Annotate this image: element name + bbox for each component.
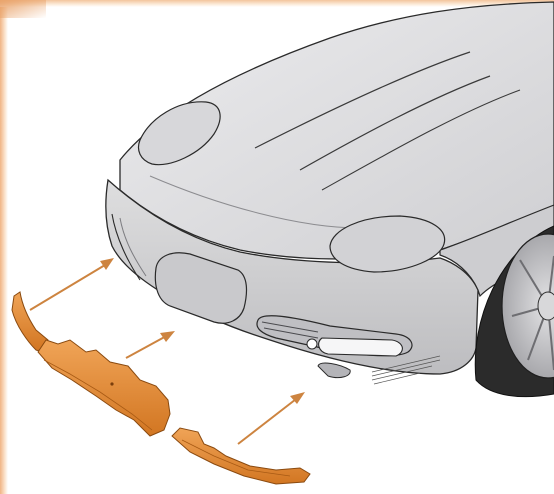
arrow-right bbox=[238, 396, 300, 444]
center-spoiler-section bbox=[38, 340, 170, 436]
arrow-left-head bbox=[100, 258, 114, 270]
fog-light-bulb bbox=[307, 339, 317, 349]
lower-right-vent bbox=[318, 363, 350, 378]
wheel-hub bbox=[538, 292, 554, 320]
arrow-center-head bbox=[160, 331, 175, 342]
left-spoiler-section bbox=[12, 292, 48, 351]
center-spoiler-bolt bbox=[110, 382, 113, 385]
arrow-left bbox=[30, 262, 110, 310]
turn-signal-lens bbox=[319, 338, 403, 356]
